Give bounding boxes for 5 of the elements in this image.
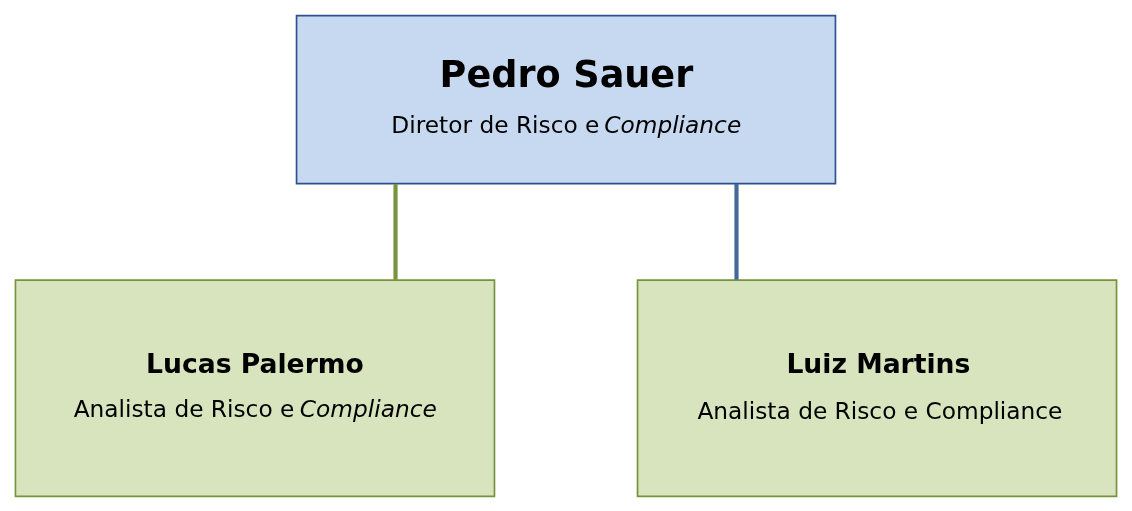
node-box: Pedro Sauer Diretor de Risco e Compliance [295,14,837,184]
connector [734,183,739,280]
connector [393,183,398,280]
node-box: Lucas Palermo Analista de Risco e Compliance [14,278,496,497]
node-box: Luiz Martins Analista de Risco e Compliance [636,278,1118,497]
